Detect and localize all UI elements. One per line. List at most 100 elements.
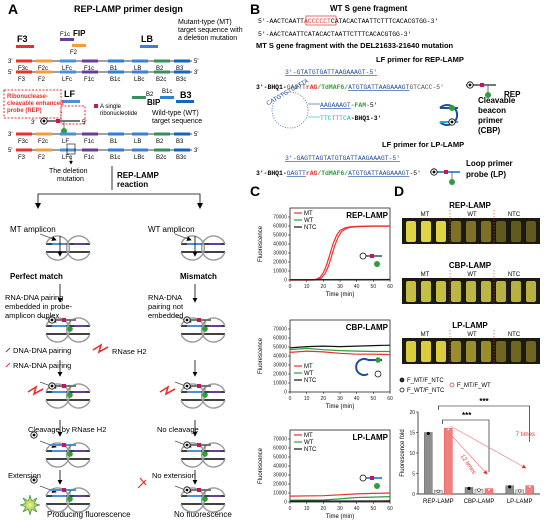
region-label: F2 [38,155,46,161]
no-extension-label: No extension [152,471,196,480]
region-label: F1c [84,77,94,83]
wt-amplicon-label: WT amplicon [148,225,195,234]
gel-tube [436,221,446,242]
wt-fragment-title: WT S gene fragment [330,4,408,13]
y-tick-label: 70000 [273,437,287,443]
lp-sequence: 3'-BHQ1-GAGTTrAG/TdMAF6/ATGTGATTAAGAAAGT… [256,170,421,177]
region-label: F3c [18,139,28,145]
lp-lamp-curve-chart: 0100002000030000400005000060000700000102… [258,430,393,520]
rna-dna-icon [6,363,10,367]
no-extension-cross-icon [138,478,146,488]
series-line-mt [290,493,390,496]
y-tick-label: 30000 [273,251,287,257]
series-line-wt [290,497,390,501]
legend-label: WT [304,371,314,377]
svg-text:3': 3' [31,120,35,126]
legend-marker [450,383,454,387]
wt-top-5prime: 5' [194,132,198,138]
region-label: B1 [110,139,118,145]
not-embedded-line3: embedded [148,311,183,320]
mt-bot-5prime: 5' [8,70,12,76]
wt-label-line2: target sequence [152,118,202,125]
region-bar [108,149,124,152]
primer-f1c-label: F1c [60,32,70,38]
fold-annotation-12: 12 times [459,454,477,476]
mt-fragment-title: MT S gene fragment with the DEL21633-216… [256,41,454,50]
x-tick-label: 0 [289,396,292,402]
ribonucleotide-icon [62,384,66,388]
primer-bip-label: BIP [147,98,161,107]
amplicon-dumbbell [31,432,90,467]
y-tick-label: 5 [412,472,415,478]
legend-label: NTC [304,378,317,384]
gel-tube [451,281,461,302]
cbp-stem-bottom: TTCTTTCA-BHQ1-3' [320,115,381,122]
primer-b3-label: B3 [180,90,192,100]
data-point [518,490,521,493]
amplicon-dumbbell [40,382,90,408]
primer-lb-bar [140,45,158,48]
x-tick-label: 40 [354,284,360,290]
y-tick-label: 40000 [273,354,287,360]
y-tick-label: 70000 [273,327,287,333]
lp-label-line1: Loop primer [466,159,513,168]
x-tick-label: 60 [387,506,393,512]
lf-primer-title: LF primer for REP-LAMP [376,55,464,64]
primer-lb-label: LB [141,34,153,44]
x-tick-label: 50 [371,506,377,512]
panel-c: C 01000020000300004000050000600007000001… [250,183,393,520]
mt-top-5prime: 5' [194,59,198,65]
gel-tube [526,221,536,242]
region-bar [60,149,76,152]
gel-group-label: MT [421,272,430,278]
deletion-label-line2: mutation [57,176,84,183]
rep-sequence: 3'-BHQ1-GAGTTrAG/TdMAF6/ATGTGATTAAGAAAGT… [256,84,444,91]
panel-b-label: B [250,1,260,17]
no-cleavage-label: No cleavage [157,425,199,434]
y-tick-label: 0 [284,278,287,284]
rep-label-line1: Ribonuclease- [7,94,48,100]
x-tick-label: 0 [289,284,292,290]
amplicon-loop-right [67,236,90,260]
amplicon-dumbbell [40,234,90,260]
gel-tube [436,341,446,362]
region-label: B1c [110,155,120,161]
primer-lf-label: LF [64,89,75,99]
no-fluorescence-label: No fluorescence [174,510,232,519]
gel-tube [406,221,416,242]
region-bar [174,149,190,152]
y-tick-label: 10000 [273,269,287,275]
ribonucleotide-icon [197,318,201,322]
gel-tube [496,281,506,302]
gel-tube [406,281,416,302]
quencher-core [186,385,189,388]
gel-tube [511,341,521,362]
quencher-core [186,489,189,492]
panel-b: B WT S gene fragment 5'-AACTCAATTACCCCCT… [250,1,521,185]
y-tick-label: 60000 [273,336,287,342]
region-bar [132,60,148,63]
cbp-lamp-curve-chart: 0100002000030000400005000060000700000102… [258,320,393,410]
region-label: LB [134,139,141,145]
reaction-line1: REP-LAMP [117,171,159,180]
mt-label-line1: Mutant-type (MT) [178,19,232,26]
ribonucleotide-icon [370,476,374,480]
y-tick-label: 30000 [273,363,287,369]
legend-marker [400,378,404,382]
cbp-loop-seq: CATGTGTGATTA [266,78,310,107]
region-label: B3c [176,77,186,83]
x-tick-label: 50 [371,284,377,290]
panel-a-label: A [8,1,18,17]
significance-label: *** [479,397,489,406]
region-bar [174,71,190,74]
beacon-icon [356,359,368,375]
x-tick-label: 10 [304,506,310,512]
released-quencher-core [33,479,36,482]
series-line-ntc [290,345,390,348]
region-label: LFc [62,155,72,161]
quencher-core [51,385,54,388]
region-label: B3 [176,139,184,145]
gel-tube [466,341,476,362]
